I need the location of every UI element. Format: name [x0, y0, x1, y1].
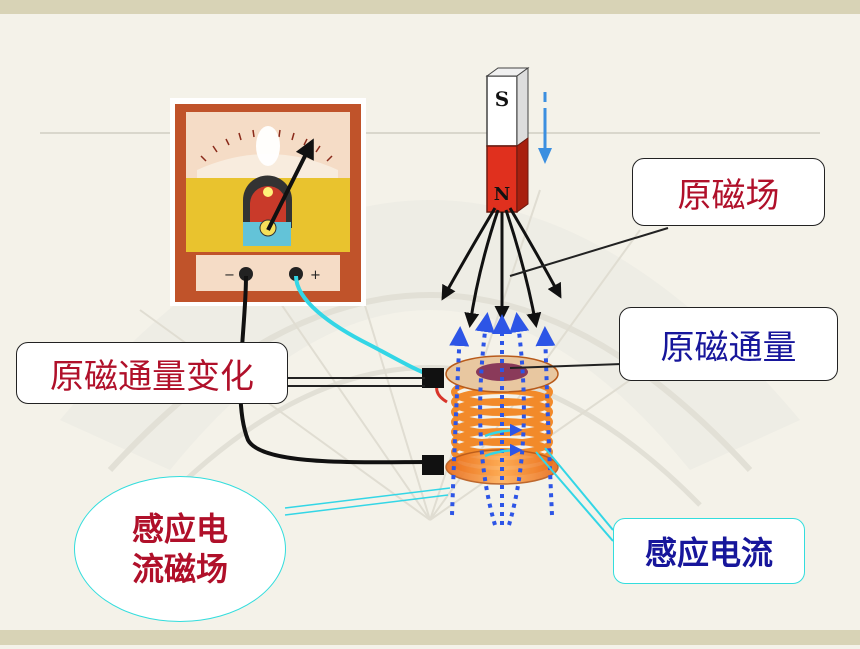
coil [422, 355, 559, 485]
label-original-flux: 原磁通量 [619, 307, 838, 381]
original-field-lines [441, 207, 562, 328]
minus-terminal-label: − [224, 268, 235, 283]
induced-field-lines [449, 312, 556, 526]
plus-terminal-label: + [310, 268, 321, 283]
meter-needle [266, 138, 314, 231]
label-original-field: 原磁场 [632, 158, 825, 226]
coil-terminal-bottom [422, 455, 444, 475]
coil-terminal-top [422, 368, 444, 388]
minus-terminal-post[interactable] [239, 267, 253, 281]
leader-lines [284, 227, 669, 542]
label-flux-change: 原磁通量变化 [16, 342, 288, 404]
meter-scale [200, 129, 333, 162]
label-induced-field-line1: 感应电 [131, 510, 228, 548]
south-pole-label: S [495, 87, 509, 111]
label-induced-field-line2: 流磁场 [131, 550, 228, 588]
bar-magnet[interactable]: S N [485, 67, 530, 213]
label-induced-current: 感应电流 [613, 518, 805, 584]
motion-arrow [538, 92, 552, 164]
north-pole-label: N [494, 184, 510, 205]
label-induced-field: 感应电 流磁场 [74, 476, 286, 622]
plus-terminal-post[interactable] [289, 267, 303, 281]
induced-current-arrows [484, 423, 523, 458]
galvanometer: − + [170, 98, 366, 306]
